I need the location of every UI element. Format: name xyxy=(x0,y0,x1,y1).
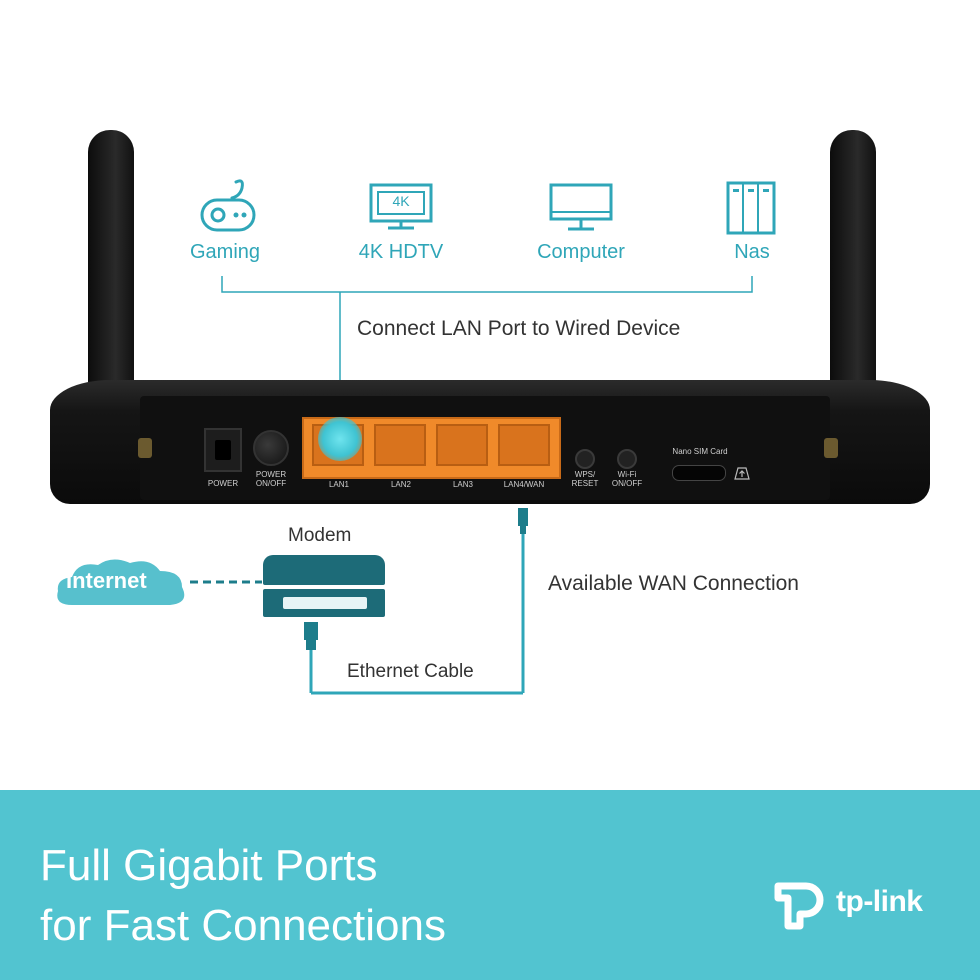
device-label-hdtv: 4K HDTV xyxy=(358,241,444,263)
power-button[interactable] xyxy=(253,430,289,466)
monitor-icon xyxy=(549,183,613,231)
tv-screen-text: 4K xyxy=(392,193,410,209)
gamepad-icon xyxy=(200,179,256,232)
cable-diagram xyxy=(190,508,528,695)
wan-caption: Available WAN Connection xyxy=(548,572,799,595)
tp-link-logo-icon xyxy=(774,882,824,930)
lan2-label: LAN2 xyxy=(390,480,411,489)
brand-logo-text: tp-link xyxy=(836,885,923,918)
sim-label: Nano SIM Card xyxy=(672,447,728,456)
power-jack xyxy=(204,428,242,472)
lan4-wan-port[interactable] xyxy=(498,424,550,466)
sim-eject-icon xyxy=(734,467,750,480)
lan1-highlight xyxy=(318,417,362,461)
power-label: POWER xyxy=(207,479,239,488)
wps-label: WPS/RESET xyxy=(571,470,599,488)
bottom-banner xyxy=(0,790,980,980)
modem-device xyxy=(263,555,385,619)
device-label-nas: Nas xyxy=(734,241,770,263)
internet-cloud-icon xyxy=(57,559,185,605)
headline-line1: Full Gigabit Ports xyxy=(40,841,378,890)
right-antenna-connector xyxy=(824,438,838,458)
left-antenna-connector xyxy=(138,438,152,458)
tv-icon xyxy=(369,183,433,230)
wps-reset-button[interactable] xyxy=(575,449,595,469)
internet-label: Internet xyxy=(66,568,147,593)
lan-caption: Connect LAN Port to Wired Device xyxy=(357,317,681,340)
modem-label: Modem xyxy=(288,525,352,546)
device-label-computer: Computer xyxy=(537,241,625,263)
sim-slot[interactable] xyxy=(672,465,726,481)
nas-icon xyxy=(726,181,776,235)
lan3-port[interactable] xyxy=(436,424,488,466)
lan4-label: LAN4/WAN xyxy=(503,480,545,489)
wifi-button[interactable] xyxy=(617,449,637,469)
device-label-gaming: Gaming xyxy=(189,241,261,263)
right-antenna xyxy=(830,130,876,410)
left-antenna xyxy=(88,130,134,410)
headline-line2: for Fast Connections xyxy=(40,901,446,950)
lan2-port[interactable] xyxy=(374,424,426,466)
lan1-label: LAN1 xyxy=(328,480,349,489)
lan3-label: LAN3 xyxy=(452,480,473,489)
cable-caption: Ethernet Cable xyxy=(347,661,474,682)
